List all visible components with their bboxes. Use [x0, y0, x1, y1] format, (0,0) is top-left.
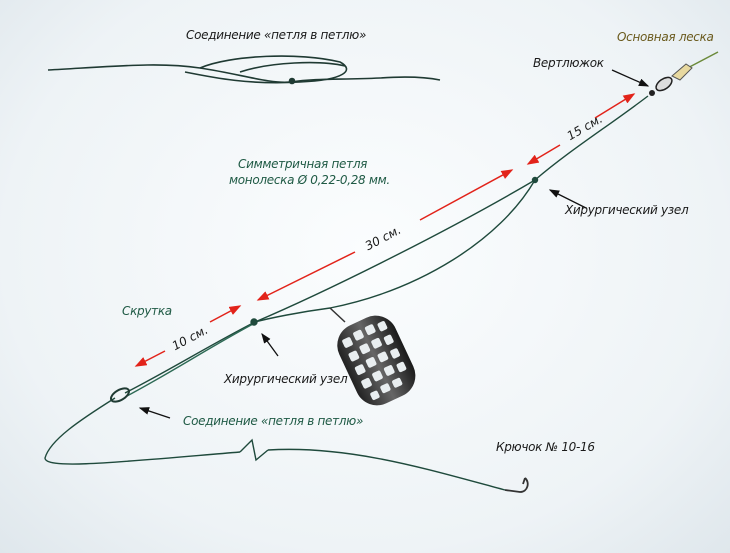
dimension-arrows [134, 93, 636, 367]
label-main-line: Основная леска [617, 30, 714, 44]
label-surgical-knot-lower: Хирургический узел [224, 372, 348, 386]
arrow-30-up [419, 169, 514, 221]
main-line [671, 51, 719, 81]
pointer-arrows [138, 69, 650, 419]
label-bottom-loop-connection: Соединение «петля в петлю» [183, 414, 364, 428]
top-loop-knot-illustration [47, 55, 441, 85]
swivel [649, 76, 673, 96]
arrow-15-down [526, 144, 561, 165]
arrow-10-down [134, 350, 166, 367]
arrow-15-up [594, 93, 636, 119]
label-mono-line-diameter: монолеска Ø 0,22-0,28 мм. [229, 173, 390, 187]
label-twist: Скрутка [122, 304, 172, 318]
feeder-cage [329, 307, 416, 406]
label-swivel: Вертлюжок [533, 56, 604, 70]
arrow-10-up [209, 305, 242, 323]
arrow-30-down [256, 251, 356, 301]
rig-lines [44, 95, 649, 491]
label-surgical-knot-upper: Хирургический узел [565, 203, 689, 217]
hook-icon [504, 477, 529, 493]
label-symmetric-loop: Симметричная петля [238, 157, 368, 171]
label-top-loop-connection: Соединение «петля в петлю» [186, 28, 367, 42]
label-hook: Крючок № 10-16 [496, 440, 595, 454]
